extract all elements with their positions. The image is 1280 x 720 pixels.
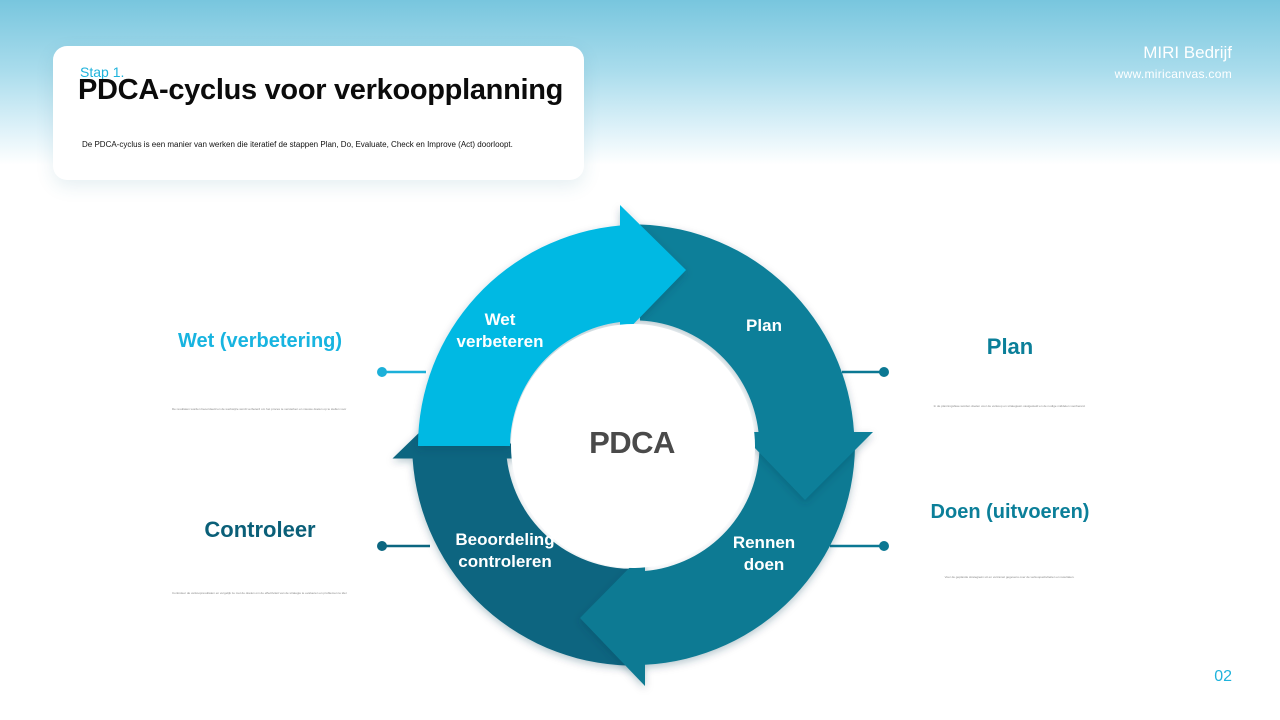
segment-check-label: Beoordeling controleren — [440, 529, 570, 573]
label-check-title: Controleer — [204, 517, 316, 542]
page-number: 02 — [1214, 668, 1232, 685]
label-act-note: De resultaten worden beoordeeld en de we… — [172, 407, 347, 411]
label-do-note: Voer de geplande strategieën uit en verz… — [944, 575, 1075, 579]
title-card — [53, 46, 584, 180]
page-description: De PDCA-cyclus is een manier van werken … — [82, 140, 513, 149]
segment-check-arrow — [392, 393, 640, 666]
segment-plan-arrow — [640, 224, 873, 500]
segment-act-label: Wet verbeteren — [440, 309, 560, 353]
label-do-title: Doen (uitvoeren) — [930, 501, 1090, 523]
label-plan-title: Plan — [986, 334, 1034, 359]
connector-dot-act — [377, 367, 387, 377]
segment-act-arrow — [418, 205, 686, 446]
step-label: Stap 1. — [80, 64, 125, 80]
segment-act-label-line1: Wet — [484, 310, 516, 329]
connector-dot-plan — [879, 367, 889, 377]
segment-check-label-line1: Beoordeling — [455, 530, 555, 549]
brand-name: MIRI Bedrijf — [1143, 43, 1232, 62]
segment-plan-label: Plan — [746, 316, 782, 335]
label-plan-note: In de planningsfase worden doelen voor d… — [933, 404, 1086, 408]
center-label: PDCA — [589, 425, 675, 460]
page-title: PDCA-cyclus voor verkoopplanning — [78, 74, 564, 106]
cycle-center-hole — [511, 324, 755, 568]
label-check-note: Controleer de verkoopresultaten en verge… — [172, 591, 347, 595]
segment-do-label-line2: doen — [743, 555, 785, 574]
segment-check-label-line2: controleren — [458, 552, 552, 571]
segment-do-label-line1: Rennen — [732, 533, 796, 552]
brand-url: www.miricanvas.com — [1114, 67, 1232, 81]
connector-dot-do — [879, 541, 889, 551]
connector-dot-check — [377, 541, 387, 551]
connectors — [377, 367, 889, 551]
segment-do-label: Rennen doen — [714, 532, 814, 576]
label-act-title: Wet (verbetering) — [177, 330, 343, 352]
segment-do-arrow — [580, 446, 855, 686]
segment-act-label-line2: verbeteren — [456, 332, 544, 351]
